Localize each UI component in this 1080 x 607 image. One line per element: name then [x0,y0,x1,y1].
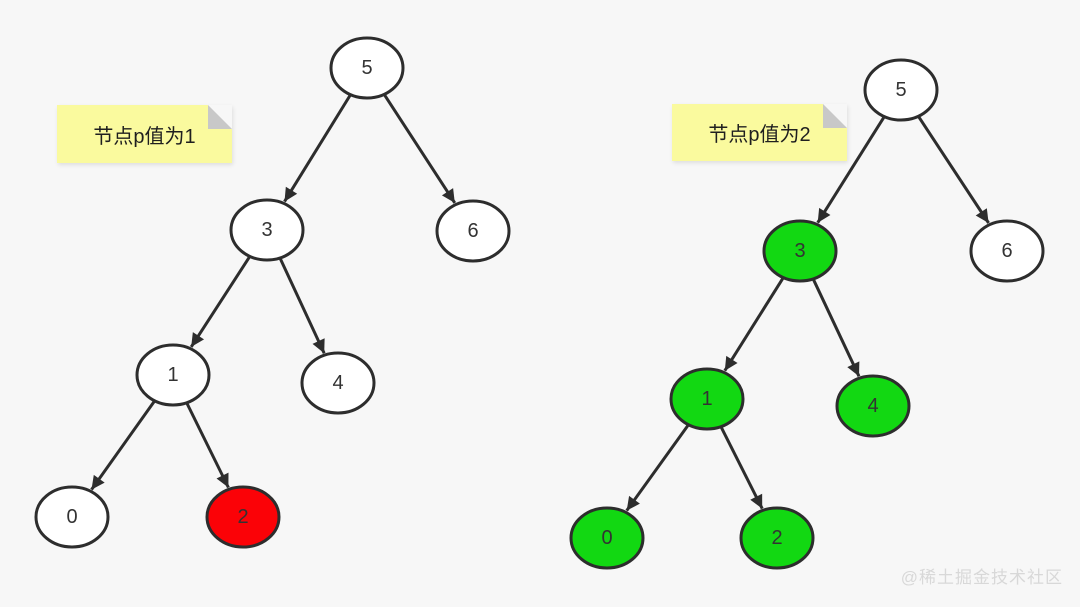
tree-p-value-2-node-6 [969,219,1045,283]
tree-p-value-1-node-1 [135,343,211,407]
tree-p-value-2-node-4-label: 4 [867,395,878,417]
tree-p-value-2-node-6-label: 6 [1001,240,1012,262]
tree-p-value-1-node-1-label: 1 [167,364,178,386]
tree-p-value-2-edge-5-6 [917,116,990,224]
tree-p-value-1-node-5-label: 5 [361,57,372,79]
sticky-note-p2: 节点p值为2 [672,104,847,161]
tree-p-value-2-node-3-label: 3 [794,240,805,262]
sticky-note-p2-text: 节点p值为2 [708,124,811,146]
tree-p-value-1-node-0-label: 0 [66,506,77,528]
tree-p-value-2-edge-1-2 [720,426,764,510]
tree-p-value-1-node-5 [329,36,405,100]
tree-p-value-1-edge-5-3 [283,94,352,203]
tree-p-value-2-edge-3-4 [812,279,861,377]
tree-p-value-1: 5 3 6 1 4 0 2 [34,36,511,549]
tree-p-value-1-node-6 [435,199,511,263]
tree-p-value-2-node-2-label: 2 [771,527,782,549]
tree-p-value-1-node-3-label: 3 [261,219,272,241]
tree-p-value-2-node-1 [669,367,745,431]
tree-p-value-2-edge-5-3 [816,116,886,224]
tree-p-value-2-edge-1-0 [625,424,690,512]
tree-p-value-1-node-2 [205,485,281,549]
watermark: @稀土掘金技术社区 [900,568,1063,587]
tree-p-value-1-edge-1-0 [90,400,156,491]
tree-p-value-2-node-4 [835,374,911,438]
tree-p-value-1-node-3 [229,198,305,262]
tree-p-value-2-node-1-label: 1 [701,388,712,410]
sticky-note-p1-text: 节点p值为1 [93,125,196,148]
tree-p-value-2-node-2 [739,506,815,570]
tree-p-value-1-node-4 [300,351,376,415]
tree-p-value-2-node-3 [762,219,838,283]
tree-p-value-1-edge-3-4 [279,258,326,354]
tree-p-value-2-node-0-label: 0 [601,527,612,549]
tree-p-value-2: 5 3 6 1 4 0 2 [569,58,1045,570]
tree-p-value-1-edge-5-6 [383,94,457,204]
sticky-note-p1: 节点p值为1 [57,105,232,163]
tree-p-value-1-edge-1-2 [185,402,230,489]
tree-p-value-2-node-5 [863,58,939,122]
tree-p-value-1-node-6-label: 6 [467,220,478,242]
tree-p-value-1-node-0 [34,485,110,549]
tree-p-value-1-edge-3-1 [189,256,251,348]
tree-p-value-1-node-4-label: 4 [332,372,343,394]
tree-p-value-2-node-5-label: 5 [895,79,906,101]
tree-p-value-1-node-2-label: 2 [237,506,248,528]
tree-p-value-2-node-0 [569,506,645,570]
tree-p-value-2-edge-3-1 [723,277,785,372]
